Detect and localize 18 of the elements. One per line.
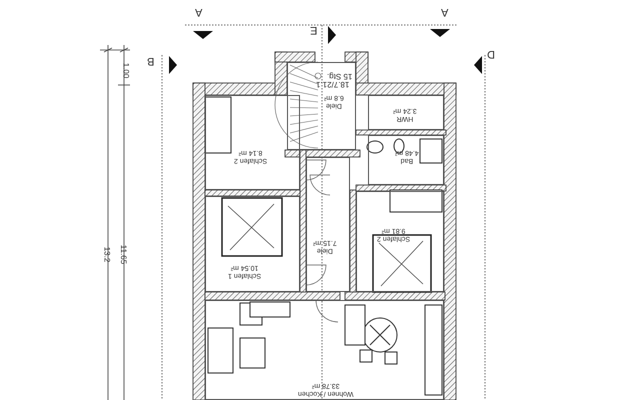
- dimension-value: 11.65: [119, 244, 128, 264]
- stair-note: 18.7/21.1: [316, 80, 350, 89]
- dimension-value: 13.2: [102, 246, 112, 262]
- room-area: [205, 196, 300, 292]
- section-letter: B: [147, 55, 154, 67]
- section-letter: E: [310, 24, 318, 36]
- room-area: [368, 95, 444, 130]
- stair-note: 15 Stg.: [327, 72, 352, 81]
- section-letter: A: [195, 6, 202, 18]
- room-area: [306, 157, 350, 292]
- room-area: [356, 191, 444, 292]
- dimension-value: 1.00: [121, 62, 130, 78]
- room-area: [205, 300, 444, 400]
- room-area: [368, 135, 444, 185]
- section-letter: D: [487, 48, 495, 60]
- room-area: [205, 95, 300, 190]
- room-area: [287, 62, 356, 150]
- section-letter: A: [441, 6, 448, 18]
